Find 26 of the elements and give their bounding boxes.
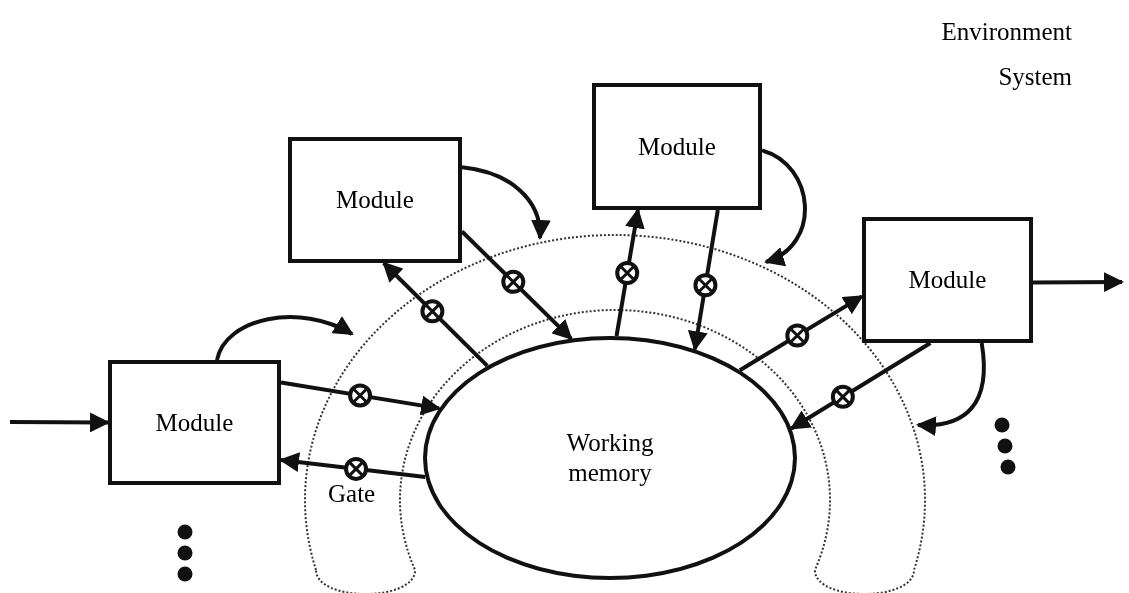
arrow <box>789 341 932 431</box>
text-label: Gate <box>328 480 376 508</box>
module-box <box>108 360 281 485</box>
module-label: Module <box>336 185 414 215</box>
memory-ellipse <box>423 336 797 580</box>
arrow <box>280 380 442 416</box>
arrow <box>614 208 645 337</box>
memory-label: Working memory <box>565 428 655 488</box>
module-box <box>862 217 1033 343</box>
module-box <box>288 137 462 263</box>
arrow <box>215 315 354 361</box>
module-label: Module <box>155 407 234 438</box>
module-label: Module <box>908 265 987 295</box>
arrow <box>460 230 573 341</box>
arrow <box>10 412 110 433</box>
arrow <box>761 148 807 265</box>
arrow <box>916 342 986 436</box>
arrow <box>1033 272 1124 293</box>
module-label: Module <box>638 131 716 162</box>
arrow <box>279 452 426 480</box>
arrow <box>738 294 864 372</box>
text-label: System <box>998 63 1072 91</box>
text-label: Environment <box>941 18 1072 46</box>
module-box <box>592 83 762 210</box>
arrow <box>687 209 720 352</box>
arrow <box>461 165 550 240</box>
